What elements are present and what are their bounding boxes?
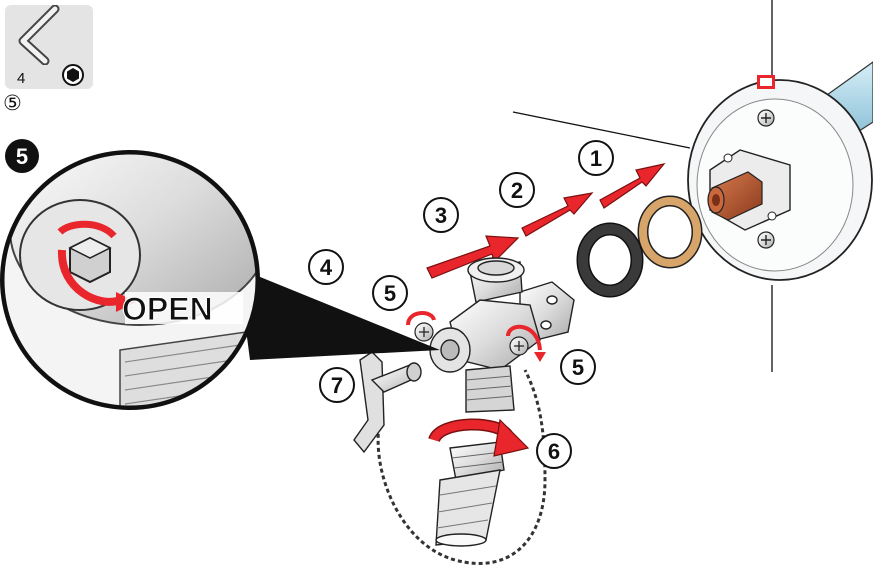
step-badge-5b: 5 xyxy=(560,349,596,385)
step-badge-label: 6 xyxy=(548,439,560,464)
tool-size-label: 4 xyxy=(17,70,26,87)
step-badge-1: 1 xyxy=(578,140,614,176)
rubber-seal-ring xyxy=(576,222,644,298)
open-rotate-arrow-icon xyxy=(57,249,122,306)
step-badge-label: 4 xyxy=(320,255,333,280)
open-label: OPEN xyxy=(122,291,213,327)
step-badge-4: 4 xyxy=(308,249,344,285)
brass-ring xyxy=(637,195,703,269)
svg-text:5: 5 xyxy=(16,144,28,169)
chain xyxy=(376,369,547,565)
step-badges: 1 2 3 4 5 5 6 7 xyxy=(308,140,614,469)
tool-card: 4 xyxy=(5,5,93,89)
allen-key-icon xyxy=(18,5,60,65)
rotate-arrow-icon xyxy=(428,418,530,457)
detail-step-badge: 5 xyxy=(5,139,39,173)
tool-step-reference: ⑤ xyxy=(3,91,22,115)
step-badge-5a: 5 xyxy=(372,275,408,311)
screw-left xyxy=(406,311,436,342)
step-badge-7: 7 xyxy=(319,367,355,403)
screw-right xyxy=(506,324,546,362)
step-badge-3: 3 xyxy=(423,197,459,233)
wall-flange xyxy=(687,75,873,281)
step-badge-label: 5 xyxy=(384,281,396,306)
hex-socket-icon xyxy=(62,64,84,86)
hose-connector xyxy=(435,441,505,547)
wall-lines xyxy=(512,0,773,372)
step-badge-6: 6 xyxy=(536,433,572,469)
t-key xyxy=(353,351,422,454)
step-badge-label: 7 xyxy=(331,373,343,398)
step-badge-label: 1 xyxy=(590,146,602,171)
step-badge-2: 2 xyxy=(499,172,535,208)
step-badge-label: 5 xyxy=(572,355,584,380)
step-badge-label: 2 xyxy=(511,178,523,203)
step-badge-label: 3 xyxy=(435,203,447,228)
detail-magnifier xyxy=(0,150,440,410)
push-arrow-icon xyxy=(426,163,666,279)
valve-body xyxy=(429,257,575,413)
